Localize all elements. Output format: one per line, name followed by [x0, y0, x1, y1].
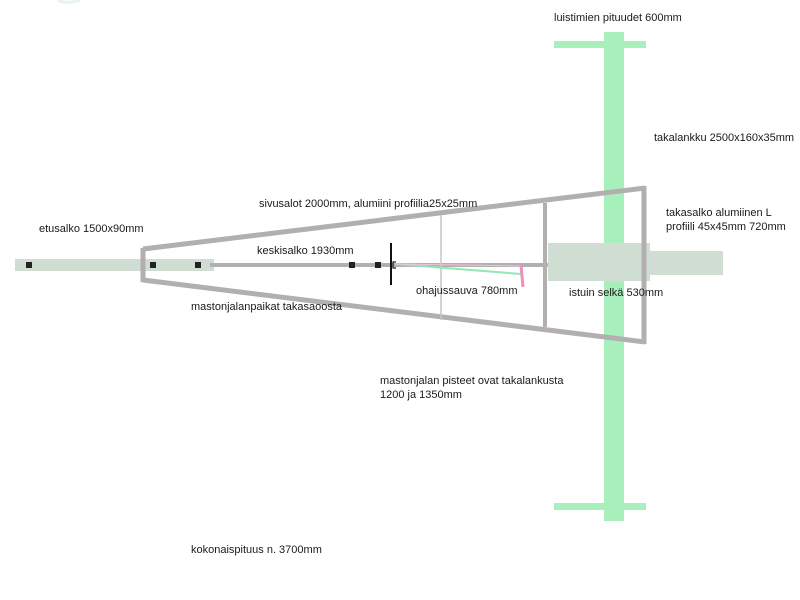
steering-handle: [519, 264, 525, 288]
rear-plank-label: takalankku 2500x160x35mm: [654, 132, 795, 144]
marker-square-3: [195, 262, 201, 268]
seat-board-extension: [650, 251, 723, 275]
front-beam: [15, 259, 214, 271]
rear-bar-label-line2: profiili 45x45mm 720mm: [666, 221, 786, 233]
seat-board: [548, 243, 650, 281]
marker-square-5: [375, 262, 381, 268]
corner-mark: [57, 0, 81, 4]
steering-rod-top: [394, 263, 522, 267]
runner-bottom: [554, 503, 646, 510]
mast-bracket: [392, 261, 396, 269]
steering-rod: [394, 263, 522, 275]
marker-square-4: [349, 262, 355, 268]
total-length-label: kokonaispituus n. 3700mm: [191, 544, 322, 556]
marker-square-2: [150, 262, 156, 268]
rear-bar-label-line1: takasalko alumiinen L: [666, 207, 772, 219]
marker-square-1: [26, 262, 32, 268]
center-bar-label: keskisalko 1930mm: [257, 245, 354, 257]
mast-positions-label: mastonjalanpaikat takasaoosta: [191, 301, 343, 313]
front-beam-label: etusalko 1500x90mm: [39, 223, 144, 235]
side-bars-label: sivusalot 2000mm, alumiini profiilia25x2…: [259, 198, 478, 210]
steering-rod-label: ohajussauva 780mm: [416, 285, 518, 297]
side-bar-top: [142, 185, 646, 252]
mast-points-label-line2: 1200 ja 1350mm: [380, 389, 462, 401]
runner-top: [554, 41, 646, 48]
seat-back-label: istuin selkä 530mm: [569, 287, 664, 299]
side-bar-bottom: [142, 277, 646, 345]
runner-length-label: luistimien pituudet 600mm: [554, 12, 682, 24]
mast-points-label-line1: mastonjalan pisteet ovat takalankusta: [380, 375, 564, 387]
